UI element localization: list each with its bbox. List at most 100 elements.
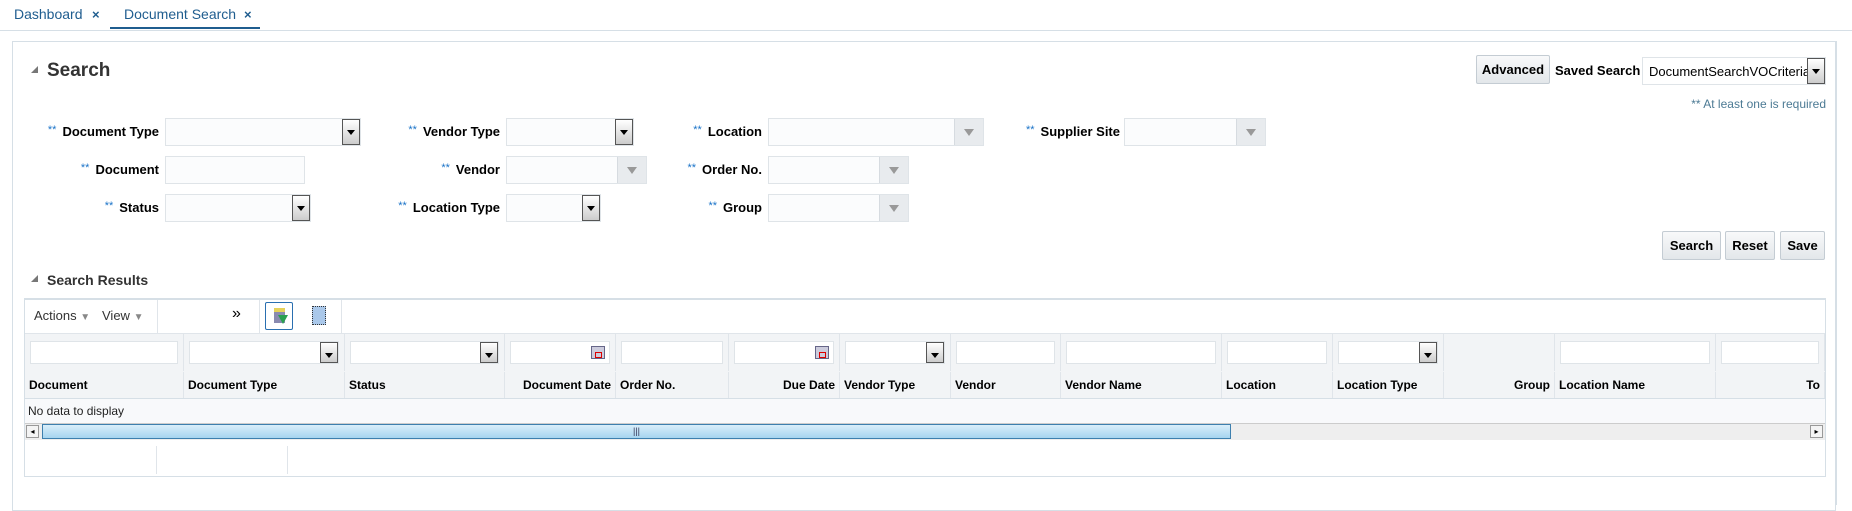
- document-input[interactable]: [165, 156, 305, 184]
- location-lov[interactable]: [768, 118, 984, 146]
- document-type-select[interactable]: [165, 118, 361, 146]
- tab-document-search[interactable]: Document Search: [124, 6, 237, 22]
- close-icon[interactable]: ×: [244, 7, 252, 22]
- calendar-icon[interactable]: [815, 346, 829, 359]
- collapse-icon[interactable]: [31, 275, 38, 282]
- filter-input[interactable]: [956, 341, 1055, 364]
- right-edge: [1836, 41, 1837, 505]
- chevron-down-icon[interactable]: [480, 342, 498, 363]
- supplier-site-lov[interactable]: [1124, 118, 1266, 146]
- lov-dropdown-icon[interactable]: [617, 157, 646, 183]
- vendor-type-label: **Vendor Type: [408, 124, 500, 139]
- supplier-site-label: **Supplier Site: [1025, 124, 1120, 139]
- group-lov[interactable]: [768, 194, 909, 222]
- lov-dropdown-icon[interactable]: [879, 195, 908, 221]
- filter-input[interactable]: [1721, 341, 1819, 364]
- filter-input[interactable]: [30, 341, 178, 364]
- filter-select[interactable]: [350, 341, 499, 364]
- column-header[interactable]: Due Date: [729, 372, 840, 398]
- status-label: **Status: [104, 200, 159, 215]
- reset-button[interactable]: Reset: [1725, 231, 1775, 260]
- filter-input[interactable]: [1560, 341, 1710, 364]
- order-no-label: **Order No.: [687, 162, 762, 177]
- scroll-left-button[interactable]: ◂: [26, 425, 39, 438]
- filter-input[interactable]: [1227, 341, 1327, 364]
- lov-dropdown-icon[interactable]: [1236, 119, 1265, 145]
- column-header[interactable]: Document: [25, 372, 184, 398]
- filter-input[interactable]: [734, 341, 834, 364]
- actions-menu[interactable]: Actions ▼: [34, 308, 91, 323]
- overflow-icon[interactable]: »: [232, 305, 241, 322]
- toolbar-separator: [157, 300, 158, 333]
- detach-icon[interactable]: [312, 306, 326, 325]
- close-icon[interactable]: ×: [92, 7, 100, 22]
- column-header[interactable]: Status: [345, 372, 505, 398]
- required-note: ** At least one is required: [1691, 97, 1826, 111]
- toolbar-separator: [341, 300, 342, 333]
- save-button[interactable]: Save: [1780, 231, 1825, 260]
- filter-cell: [1444, 334, 1555, 371]
- filter-cell: [505, 334, 616, 371]
- order-no-lov[interactable]: [768, 156, 909, 184]
- chevron-down-icon[interactable]: [1419, 342, 1437, 363]
- lov-dropdown-icon[interactable]: [954, 119, 983, 145]
- footer-separator: [156, 446, 157, 474]
- location-type-select[interactable]: [506, 194, 601, 222]
- column-header[interactable]: Order No.: [616, 372, 729, 398]
- search-results-title: Search Results: [47, 272, 149, 288]
- filter-cell: [184, 334, 345, 371]
- column-header[interactable]: Vendor: [951, 372, 1061, 398]
- filter-cell: [345, 334, 505, 371]
- column-header[interactable]: To: [1716, 372, 1825, 398]
- chevron-down-icon[interactable]: [292, 195, 310, 221]
- chevron-down-icon[interactable]: [320, 342, 338, 363]
- filter-input[interactable]: [1066, 341, 1216, 364]
- column-header[interactable]: Vendor Name: [1061, 372, 1222, 398]
- chevron-down-icon[interactable]: [342, 119, 360, 145]
- filter-cell: [25, 334, 184, 371]
- column-header[interactable]: Location Name: [1555, 372, 1716, 398]
- filter-input[interactable]: [621, 341, 723, 364]
- filter-cell: [616, 334, 729, 371]
- column-header[interactable]: Document Type: [184, 372, 345, 398]
- column-header[interactable]: Location Type: [1333, 372, 1444, 398]
- filter-select[interactable]: [189, 341, 339, 364]
- advanced-button[interactable]: Advanced: [1476, 55, 1550, 84]
- filter-input[interactable]: [510, 341, 610, 364]
- lov-dropdown-icon[interactable]: [879, 157, 908, 183]
- scroll-right-button[interactable]: ▸: [1810, 425, 1823, 438]
- filter-cell: [729, 334, 840, 371]
- chevron-down-icon[interactable]: [615, 119, 633, 145]
- calendar-icon[interactable]: [591, 346, 605, 359]
- document-label: **Document: [80, 162, 159, 177]
- saved-search-select[interactable]: DocumentSearchVOCriteria: [1642, 57, 1826, 85]
- active-tab-underline: [110, 27, 260, 29]
- filter-cell: [840, 334, 951, 371]
- status-select[interactable]: [165, 194, 311, 222]
- filter-select[interactable]: [1338, 341, 1438, 364]
- search-title: Search: [47, 60, 111, 81]
- scroll-thumb[interactable]: |||: [42, 424, 1231, 439]
- chevron-down-icon[interactable]: [926, 342, 944, 363]
- search-button[interactable]: Search: [1662, 231, 1721, 260]
- vendor-lov[interactable]: [506, 156, 647, 184]
- tab-divider: [0, 30, 1852, 31]
- column-header[interactable]: Document Date: [505, 372, 616, 398]
- column-header[interactable]: Vendor Type: [840, 372, 951, 398]
- filter-select[interactable]: [845, 341, 945, 364]
- vendor-label: **Vendor: [441, 162, 500, 177]
- saved-search-value: DocumentSearchVOCriteria: [1649, 64, 1811, 79]
- chevron-down-icon[interactable]: [582, 195, 600, 221]
- column-header[interactable]: Group: [1444, 372, 1555, 398]
- collapse-icon[interactable]: [31, 66, 38, 73]
- filter-cell: [1333, 334, 1444, 371]
- footer-separator: [287, 446, 288, 474]
- view-menu[interactable]: View ▼: [102, 308, 144, 323]
- chevron-down-icon[interactable]: [1807, 58, 1825, 84]
- column-header[interactable]: Location: [1222, 372, 1333, 398]
- tab-dashboard[interactable]: Dashboard: [14, 6, 83, 22]
- filter-cell: [1555, 334, 1716, 371]
- vendor-type-select[interactable]: [506, 118, 634, 146]
- document-type-label: **Document Type: [47, 124, 159, 139]
- query-by-example-icon[interactable]: [265, 302, 293, 330]
